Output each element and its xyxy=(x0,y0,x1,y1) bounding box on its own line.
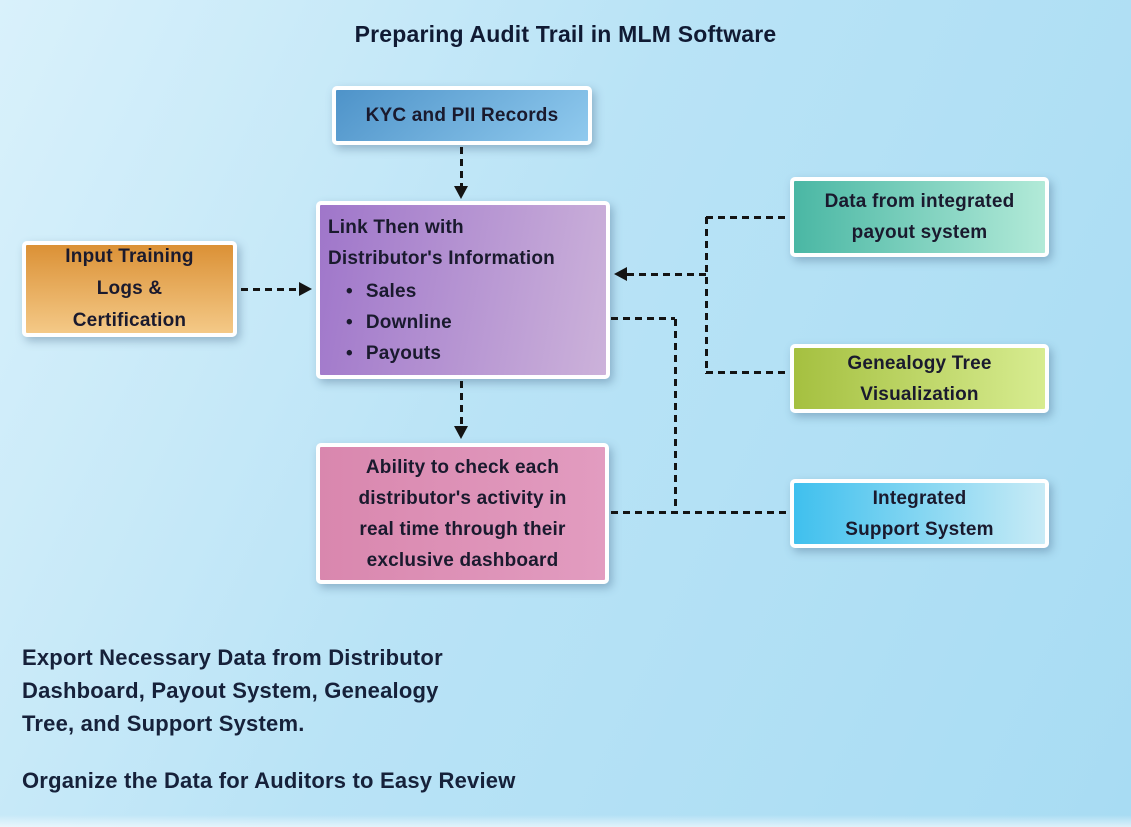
bullet-label: Sales xyxy=(365,280,417,302)
training-logs-line: Certification xyxy=(72,310,187,331)
genealogy-tree-line: Visualization xyxy=(860,383,979,405)
bullet-dot: • xyxy=(346,280,353,302)
diagram-title: Preparing Audit Trail in MLM Software xyxy=(354,21,777,47)
arrow-left-icon xyxy=(614,267,627,281)
support-system-box: Integrated Support System xyxy=(790,479,1049,548)
training-logs-box: Input Training Logs & Certification xyxy=(22,241,237,337)
connector-training-to-link xyxy=(241,288,301,291)
dashboard-activity-line: real time through their xyxy=(359,518,566,540)
connector-genealogy-to-bracket xyxy=(706,371,790,374)
connector-bracket-to-link xyxy=(627,273,706,276)
link-distributor-box: Link Then with Distributor's Information… xyxy=(316,201,610,379)
bullet-dot: • xyxy=(346,342,353,364)
connector-support-branch-to-link xyxy=(611,317,675,320)
bullet-label: Downline xyxy=(365,311,452,333)
arrow-down-icon xyxy=(454,186,468,199)
genealogy-tree-line: Genealogy Tree xyxy=(847,352,992,374)
payout-system-box: Data from integrated payout system xyxy=(790,177,1049,257)
dashboard-activity-line: distributor's activity in xyxy=(358,487,567,509)
training-logs-line: Input Training xyxy=(65,246,194,267)
connector-dashboard-to-support xyxy=(611,511,790,514)
support-system-line: Integrated xyxy=(872,487,967,509)
export-note-line: Tree, and Support System. xyxy=(22,711,305,736)
organize-note: Organize the Data for Auditors to Easy R… xyxy=(22,768,516,793)
connector-payout-to-bracket xyxy=(706,216,790,219)
dashboard-activity-box: Ability to check each distributor's acti… xyxy=(316,443,609,584)
connector-support-branch-vertical xyxy=(674,319,677,513)
connector-link-to-dashboard xyxy=(460,381,463,427)
payout-system-line: payout system xyxy=(851,222,988,243)
arrow-down-icon xyxy=(454,426,468,439)
connector-bracket-vertical xyxy=(705,217,708,374)
bullet-label: Payouts xyxy=(365,342,442,364)
bullet-dot: • xyxy=(346,311,353,333)
bullet-item: • Sales xyxy=(346,276,452,307)
link-heading-line: Distributor's Information xyxy=(328,247,555,269)
dashboard-activity-line: exclusive dashboard xyxy=(366,549,559,571)
dashboard-activity-line: Ability to check each xyxy=(365,456,560,478)
export-note: Export Necessary Data from Distributor D… xyxy=(22,641,443,740)
training-logs-line: Logs & xyxy=(96,278,163,299)
bullet-item: • Payouts xyxy=(346,338,452,369)
link-distributor-heading: Link Then with Distributor's Information xyxy=(328,212,555,274)
link-bullet-list: • Sales • Downline • Payouts xyxy=(328,276,452,369)
kyc-records-box: KYC and PII Records xyxy=(332,86,592,145)
bullet-item: • Downline xyxy=(346,307,452,338)
export-note-line: Export Necessary Data from Distributor xyxy=(22,645,443,670)
export-note-line: Dashboard, Payout System, Genealogy xyxy=(22,678,439,703)
arrow-right-icon xyxy=(299,282,312,296)
kyc-records-label: KYC and PII Records xyxy=(365,105,559,126)
support-system-line: Support System xyxy=(845,518,994,540)
payout-system-line: Data from integrated xyxy=(824,191,1015,212)
link-heading-line: Link Then with xyxy=(328,216,464,238)
genealogy-tree-box: Genealogy Tree Visualization xyxy=(790,344,1049,413)
connector-kyc-to-link xyxy=(460,147,463,188)
